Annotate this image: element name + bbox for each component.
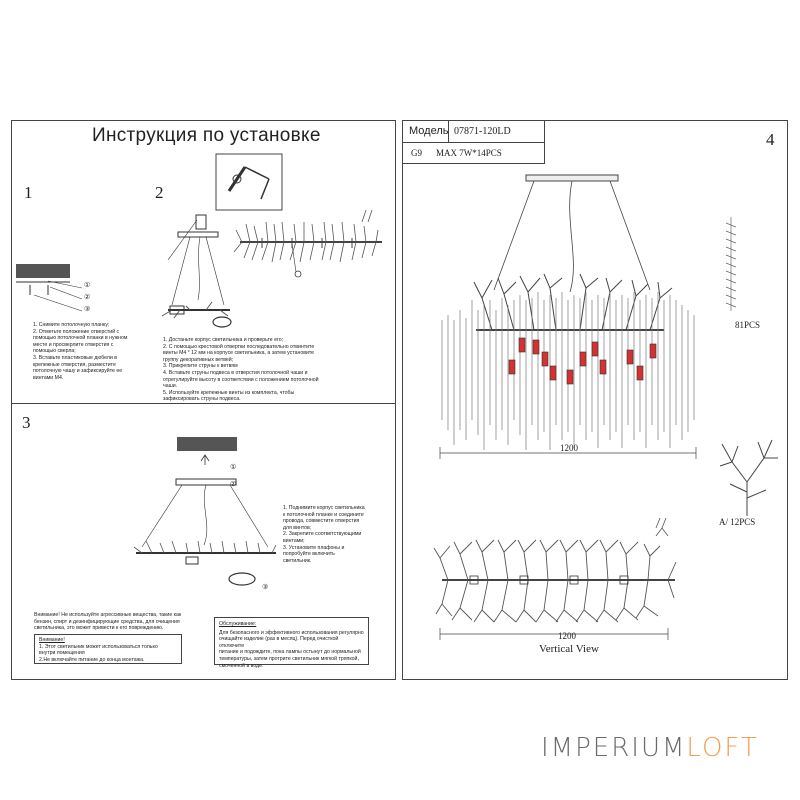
right-page (402, 120, 788, 680)
warning-line: Внимание! Не используйте агрессивные вещ… (34, 612, 182, 618)
step-4-number: 4 (766, 130, 775, 149)
service-heading: Обслуживание: (219, 621, 257, 627)
spec-value: MAX 7W*14PCS (436, 148, 502, 158)
step-1-callout-3: ③ (84, 306, 91, 313)
service-line: очищайте изделие (раз в месяц). Перед оч… (219, 636, 339, 649)
step-3-callout-1: ① (230, 464, 237, 471)
step-2-line: группу декоративных ветвей; (163, 356, 234, 363)
warning-item: 2.Не включайте питание до конца монтажа. (39, 656, 145, 663)
left-page (11, 120, 396, 680)
warning-line: бензин, спирт и дезинфицирующие средства… (34, 618, 180, 625)
step-2-line: винты М4 * 12 мм на корпусе светильника,… (163, 350, 315, 357)
spec-g9: G9 (411, 148, 422, 158)
step-2-line: 1. Достаньте корпус светильника и провер… (163, 337, 284, 343)
page-title: Инструкция по установке (92, 125, 321, 146)
service-line: Для безопасного и эффективного использов… (219, 629, 364, 636)
step-2-screwdriver-detail (215, 153, 283, 211)
model-table-col-divider (448, 120, 449, 142)
step-1-callout-2: ② (84, 294, 91, 301)
step-1-ceiling-plate-diagram (16, 264, 83, 312)
step-3-line: 2. Закрепите соответствующими (283, 531, 362, 538)
step-3-line: попробуйте включить (283, 551, 335, 558)
brand-logo-part2: LOFT (686, 733, 759, 763)
warning-text: Внимание! Не используйте агрессивные вещ… (34, 612, 214, 632)
step-1-instructions: 1. Снимите потолочную планку; 2. Отметьт… (33, 322, 153, 381)
step-2-line: 3. Прикрепите струны к ветвям (163, 363, 238, 370)
step-1-line: месте и просверлите отверстия с (33, 341, 114, 348)
pendant-qty: 81PCS (735, 320, 761, 330)
model-table-divider (402, 142, 545, 143)
step-1-line: потолочную чашу и зафиксируйте ее (33, 368, 123, 375)
step-2-instructions: 1. Достаньте корпус светильника и провер… (163, 337, 363, 403)
step-1-line: крепежные отверстия, разместите (33, 361, 116, 368)
step-1-line: 2. Отметьте положение отверстий с (33, 328, 120, 335)
step-2-line: зафиксировать струны подвеса. (163, 396, 241, 403)
step-3-callout-3: ③ (262, 584, 269, 591)
branch-qty: A/ 12PCS (719, 517, 756, 527)
step-1-line: 1. Снимите потолочную планку; (33, 322, 110, 328)
vertical-view-label: Vertical View (539, 643, 599, 655)
chandelier-vertical-view (433, 517, 677, 640)
warning-item: внутри помещения (39, 650, 85, 657)
brand-logo-part1: IMPERIUM (541, 733, 687, 763)
step-1-line: помощью потолочной планки в нужном (33, 335, 128, 342)
warning-heading: Внимание! (39, 637, 65, 643)
model-value: 07871-120LD (454, 126, 511, 137)
step-1-line: винтами М4. (33, 374, 64, 381)
crystal-strand-detail (725, 217, 737, 311)
warning-line: светильника, это может привести к его по… (34, 625, 164, 632)
step-2-line: 2. С помощью крестовой отвертки последов… (163, 343, 315, 350)
step-3-line: 3. Установите плафоны и (283, 544, 345, 551)
dimension-vertical: 1200 (558, 631, 576, 641)
step-3-line: 1. Поднимите корпус светильника (283, 505, 365, 511)
chandelier-front-view (439, 174, 697, 459)
service-line: смоченной в воде. (219, 662, 264, 669)
step-3-line: к потолочной планке и соедините (283, 511, 364, 518)
step-2-fixture-diagram (161, 214, 232, 328)
step-3-line: для винтов; (283, 524, 312, 531)
step-3-line: провода, совместите отверстия (283, 518, 360, 525)
step-3-line: светильник. (283, 557, 312, 564)
warning-box: Внимание! 1. Этот светильник может испол… (34, 634, 182, 664)
step-3-instructions: 1. Поднимите корпус светильника к потоло… (283, 505, 383, 564)
service-line: питание и подождите, пока лампы остынут … (219, 649, 361, 656)
step-2-line: чаши. (163, 383, 178, 390)
step-2-line: 4. Вставьте струны подвеса в отверстия п… (163, 369, 308, 376)
step-divider-horizontal (11, 403, 396, 404)
step-1-number: 1 (24, 183, 33, 202)
step-3-callout-2: ② (230, 481, 237, 488)
step-3-installation-diagram (133, 437, 277, 586)
dimension-main: 1200 (560, 443, 578, 453)
service-line: температуры, затем протрите светильник м… (219, 655, 359, 662)
warning-item: 1. Этот светильник может использоваться … (39, 643, 158, 650)
step-3-number: 3 (22, 413, 31, 432)
brand-logo: IMPERIUMLOFT (541, 733, 759, 763)
step-2-number: 2 (155, 183, 164, 202)
step-1-line: помощью сверла; (33, 348, 76, 355)
step-3-line: винтами; (283, 537, 305, 544)
service-box: Обслуживание: Для безопасного и эффектив… (214, 617, 369, 669)
step-2-line: отрегулируйте высоту в соответствии с по… (163, 376, 319, 383)
model-label: Модель (409, 125, 449, 137)
branch-detail (719, 439, 778, 516)
step-1-callout-1: ① (84, 282, 91, 289)
step-2-branch-row-diagram (233, 209, 382, 278)
step-1-line: 3. Вставьте пластиковые дюбели в (33, 354, 117, 361)
step-2-line: 5. Используйте крепежные винты из компле… (163, 389, 295, 396)
